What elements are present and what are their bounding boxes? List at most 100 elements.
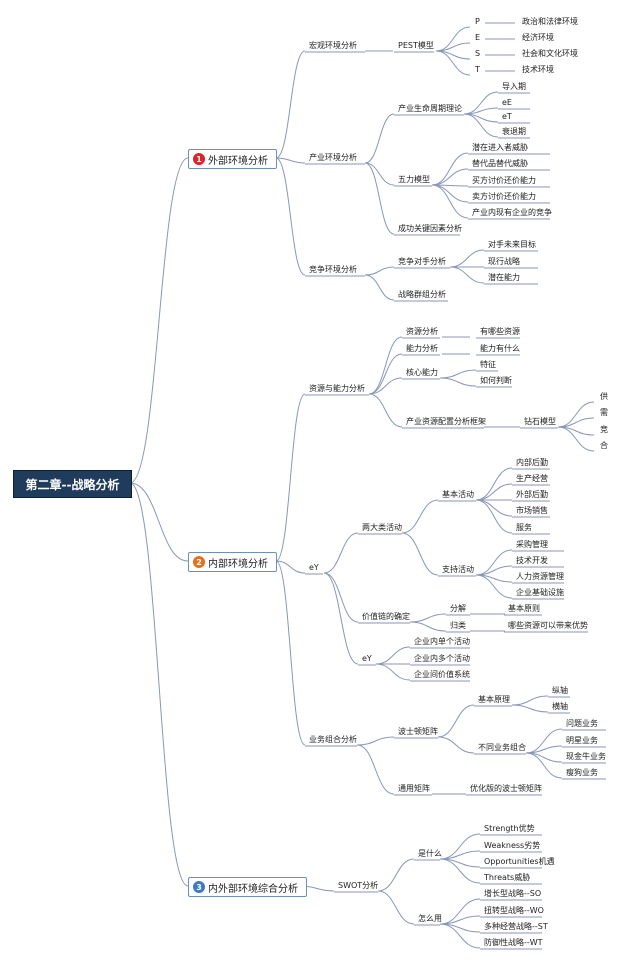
connector xyxy=(401,532,439,576)
connector xyxy=(375,663,411,681)
connector xyxy=(377,890,415,925)
node-ey2: eY xyxy=(362,654,372,663)
business-item: 瘦狗业务 xyxy=(566,768,598,777)
pest-item: 经济环境 xyxy=(522,33,554,42)
connector xyxy=(356,736,395,746)
root-topic: 第二章--战略分析 xyxy=(13,470,132,498)
pest-letter: E xyxy=(475,33,481,42)
competitor-item: 现行战略 xyxy=(488,257,520,266)
number-badge-icon: 1 xyxy=(193,153,205,165)
connector xyxy=(364,266,395,276)
connector xyxy=(431,184,469,219)
connector xyxy=(431,152,469,186)
connector xyxy=(511,704,549,713)
node-value-chain: 价值链的确定 xyxy=(362,612,410,621)
connector xyxy=(439,858,481,884)
basic-item: 市场销售 xyxy=(516,506,548,515)
principle-item: 横轴 xyxy=(552,702,568,711)
connector xyxy=(475,574,513,599)
node-principle: 基本原理 xyxy=(478,695,510,704)
connector xyxy=(557,426,595,452)
connector xyxy=(463,113,499,138)
business-item: 现金牛业务 xyxy=(566,752,606,761)
swot-how-item: 防御性战略--WT xyxy=(484,938,543,947)
five-forces-item: 替代品替代威胁 xyxy=(472,159,528,168)
basic-item: 外部后勤 xyxy=(516,490,548,499)
connector xyxy=(275,393,306,562)
connector xyxy=(475,499,513,534)
connector xyxy=(364,162,395,235)
connector xyxy=(525,728,563,754)
connector xyxy=(364,162,395,186)
ey2-item: 企业内单个活动 xyxy=(414,637,470,646)
classify-answer: 哪些资源可以带来优势 xyxy=(508,621,588,630)
node-core: 核心能力 xyxy=(406,368,438,377)
connector xyxy=(129,482,189,562)
swot-how-item: 扭转型战略--WO xyxy=(484,906,544,915)
core-item: 如何判断 xyxy=(480,376,512,385)
branch-portfolio: 业务组合分析 xyxy=(309,735,357,744)
support-item: 技术开发 xyxy=(516,556,548,565)
node-two-types: 两大类活动 xyxy=(362,523,402,532)
ey2-item: 企业内多个活动 xyxy=(414,654,470,663)
competitor-item: 对手未来目标 xyxy=(488,240,536,249)
lifecycle-item: 导入期 xyxy=(502,82,526,91)
connector xyxy=(475,467,513,501)
branch-swot: SWOT分析 xyxy=(338,881,379,890)
pest-letter: S xyxy=(475,49,481,58)
node-industry-config: 产业资源配置分析框架 xyxy=(406,417,486,426)
connector xyxy=(449,266,485,284)
node-classify: 归类 xyxy=(450,621,466,630)
node-basic: 基本活动 xyxy=(442,490,474,499)
pest-item: 技术环境 xyxy=(522,65,554,74)
connector xyxy=(323,572,359,665)
node-lifecycle: 产业生命周期理论 xyxy=(398,104,462,113)
lifecycle-item: eE xyxy=(502,98,512,107)
node-bcg: 波士顿矩阵 xyxy=(398,727,438,736)
node-ge: 通用矩阵 xyxy=(398,784,430,793)
connector xyxy=(439,923,481,949)
connector xyxy=(377,858,415,892)
node-cap-analysis: 能力分析 xyxy=(406,344,438,353)
swot-what-item: Opportunities机遇 xyxy=(484,857,555,866)
node-strategic-group: 战略群组分析 xyxy=(398,290,446,299)
node-support: 支持活动 xyxy=(442,565,474,574)
connector xyxy=(401,499,439,534)
competitor-item: 潜在能力 xyxy=(488,273,520,282)
res-answer: 有哪些资源 xyxy=(480,327,520,336)
pest-item: 社会和文化环境 xyxy=(522,49,578,58)
connector xyxy=(129,157,189,484)
node-ksf: 成功关键因素分析 xyxy=(398,224,462,233)
number-badge-icon: 3 xyxy=(193,881,205,893)
connector xyxy=(435,50,471,76)
connector xyxy=(409,621,447,632)
swot-what-item: Weakness劣势 xyxy=(484,841,541,850)
five-forces-item: 卖方讨价还价能力 xyxy=(472,192,536,201)
connector xyxy=(275,157,306,276)
ge-answer: 优化版的波士顿矩阵 xyxy=(470,784,542,793)
core-item: 特征 xyxy=(480,360,496,369)
connector xyxy=(323,532,359,574)
lifecycle-item: 衰退期 xyxy=(502,127,526,136)
swot-what-item: Strength优势 xyxy=(484,824,535,833)
node-what: 是什么 xyxy=(418,849,442,858)
pest-item: 政治和法律环境 xyxy=(522,17,578,26)
swot-what-item: Threats威胁 xyxy=(484,873,531,882)
connector xyxy=(129,482,189,887)
five-forces-item: 潜在进入者威胁 xyxy=(472,143,528,152)
connector xyxy=(368,377,403,395)
branch-resource: 资源与能力分析 xyxy=(309,384,365,393)
five-forces-item: 买方讨价还价能力 xyxy=(472,176,536,185)
diamond-item: 竞 xyxy=(600,425,608,434)
section-label: 内外部环境综合分析 xyxy=(208,883,298,895)
branch-macro: 宏观环境分析 xyxy=(309,41,357,50)
ey2-item: 企业间价值系统 xyxy=(414,670,470,679)
diamond-item: 供 xyxy=(600,392,608,401)
diamond-item: 合 xyxy=(600,441,608,450)
node-pest: PEST模型 xyxy=(398,41,434,50)
connector xyxy=(275,157,306,164)
branch-competitor-env: 竞争环境分析 xyxy=(309,265,357,274)
